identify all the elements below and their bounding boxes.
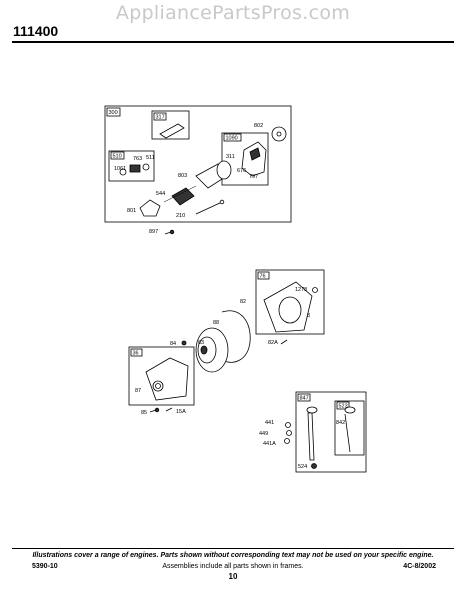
- label-449: 449: [259, 431, 268, 437]
- footer-rule: [12, 548, 454, 549]
- label-803: 803: [178, 173, 187, 179]
- motor-housing-end: [216, 160, 232, 180]
- blower-housing-hub: [278, 296, 302, 324]
- grommet-1278: [312, 287, 318, 293]
- label-82: 82: [240, 299, 246, 305]
- gear-802-hub: [276, 131, 282, 137]
- screw-84-part: [181, 340, 187, 346]
- frame-523-tag: [336, 401, 350, 410]
- header-rule: [12, 41, 454, 43]
- label-87: 87: [135, 388, 141, 394]
- frame-76: [255, 269, 325, 335]
- label-3: 3: [307, 313, 310, 319]
- through-bolt-head: [219, 199, 225, 205]
- retainer-part: [142, 163, 150, 171]
- flywheel-hub: [200, 345, 208, 355]
- frame-1090-label: 1090: [226, 136, 238, 142]
- through-bolt-part: [195, 201, 223, 215]
- label-84: 84: [170, 341, 176, 347]
- frame-300: [104, 105, 292, 223]
- label-763: 763: [133, 156, 142, 162]
- label-524: 524: [298, 464, 307, 470]
- fill-tube-cap: [306, 406, 318, 414]
- label-311: 311: [226, 154, 235, 160]
- frame-847-tag: [297, 393, 311, 402]
- label-88: 88: [213, 320, 219, 326]
- watermark: AppliancePartsPros.com: [115, 2, 351, 24]
- screw-85-head: [154, 407, 160, 413]
- end-cap-brush: [249, 147, 261, 161]
- frame-523-label: 523: [339, 404, 348, 410]
- model-number: 111400: [13, 23, 59, 39]
- label-85: 85: [141, 410, 147, 416]
- label-842: 842: [336, 420, 345, 426]
- label-82A: 82A: [268, 340, 278, 346]
- drive-cap-part: [139, 199, 161, 217]
- screw-897-head: [169, 229, 175, 235]
- label-544: 544: [156, 191, 165, 197]
- crankcase-cover-part: [145, 357, 189, 401]
- oil-seal-inner: [155, 383, 161, 389]
- label-802: 802: [254, 123, 263, 129]
- frame-76-tag: [257, 271, 270, 280]
- gasket-part: [221, 310, 251, 363]
- tube-seal-524: [311, 463, 317, 469]
- label-797: 797: [249, 174, 258, 180]
- brush-holder-part: [159, 123, 185, 139]
- label-897: 897: [149, 229, 158, 235]
- clamp-449-part: [286, 430, 292, 436]
- doc-number: 5390-10: [32, 563, 58, 570]
- fill-tube-part: [307, 412, 315, 461]
- label-511: 511: [146, 155, 155, 161]
- armature-part: [171, 187, 195, 206]
- label-210: 210: [176, 213, 185, 219]
- label-801: 801: [127, 208, 136, 214]
- frame-523: [334, 400, 365, 456]
- frame-510: [108, 150, 155, 182]
- label-441: 441: [265, 420, 274, 426]
- assemblies-note: Assemblies include all parts shown in fr…: [162, 563, 304, 570]
- page-number: 10: [228, 572, 238, 581]
- dipstick-cap-part: [344, 406, 356, 414]
- frame-36: [128, 346, 195, 406]
- frame-76-label: 76: [260, 274, 266, 280]
- frame-36-label: 36: [133, 351, 139, 357]
- clamp-441A-part: [284, 438, 290, 444]
- dipstick-part: [344, 413, 351, 453]
- screw-15A-part: [165, 407, 173, 412]
- clamp-441-part: [285, 422, 291, 428]
- frame-317-tag: [153, 112, 167, 121]
- label-15A: 15A: [176, 409, 186, 415]
- nut-part: [119, 168, 127, 176]
- frame-300-tag: [106, 107, 121, 117]
- frame-1090-tag: [223, 133, 242, 142]
- label-1061: 1061: [114, 166, 126, 172]
- label-441A: 441A: [263, 441, 276, 447]
- date-code: 4C-8/2002: [403, 563, 436, 570]
- screw-82A-part: [280, 339, 288, 345]
- armature-shaft: [163, 185, 197, 203]
- frame-36-tag: [130, 348, 143, 357]
- frame-847: [295, 391, 367, 473]
- footer-note: Illustrations cover a range of engines. …: [32, 552, 434, 559]
- frame-510-label: 510: [113, 154, 122, 160]
- frame-317-label: 317: [156, 115, 165, 121]
- frame-510-tag: [110, 151, 125, 160]
- spring-part: [129, 164, 141, 173]
- label-1278: 1278: [295, 287, 307, 293]
- frame-1090: [221, 132, 269, 186]
- frame-847-label: 847: [300, 396, 309, 402]
- label-83: 83: [198, 340, 204, 346]
- frame-317: [151, 110, 190, 140]
- frame-300-label: 300: [109, 110, 118, 116]
- label-676: 676: [237, 168, 246, 174]
